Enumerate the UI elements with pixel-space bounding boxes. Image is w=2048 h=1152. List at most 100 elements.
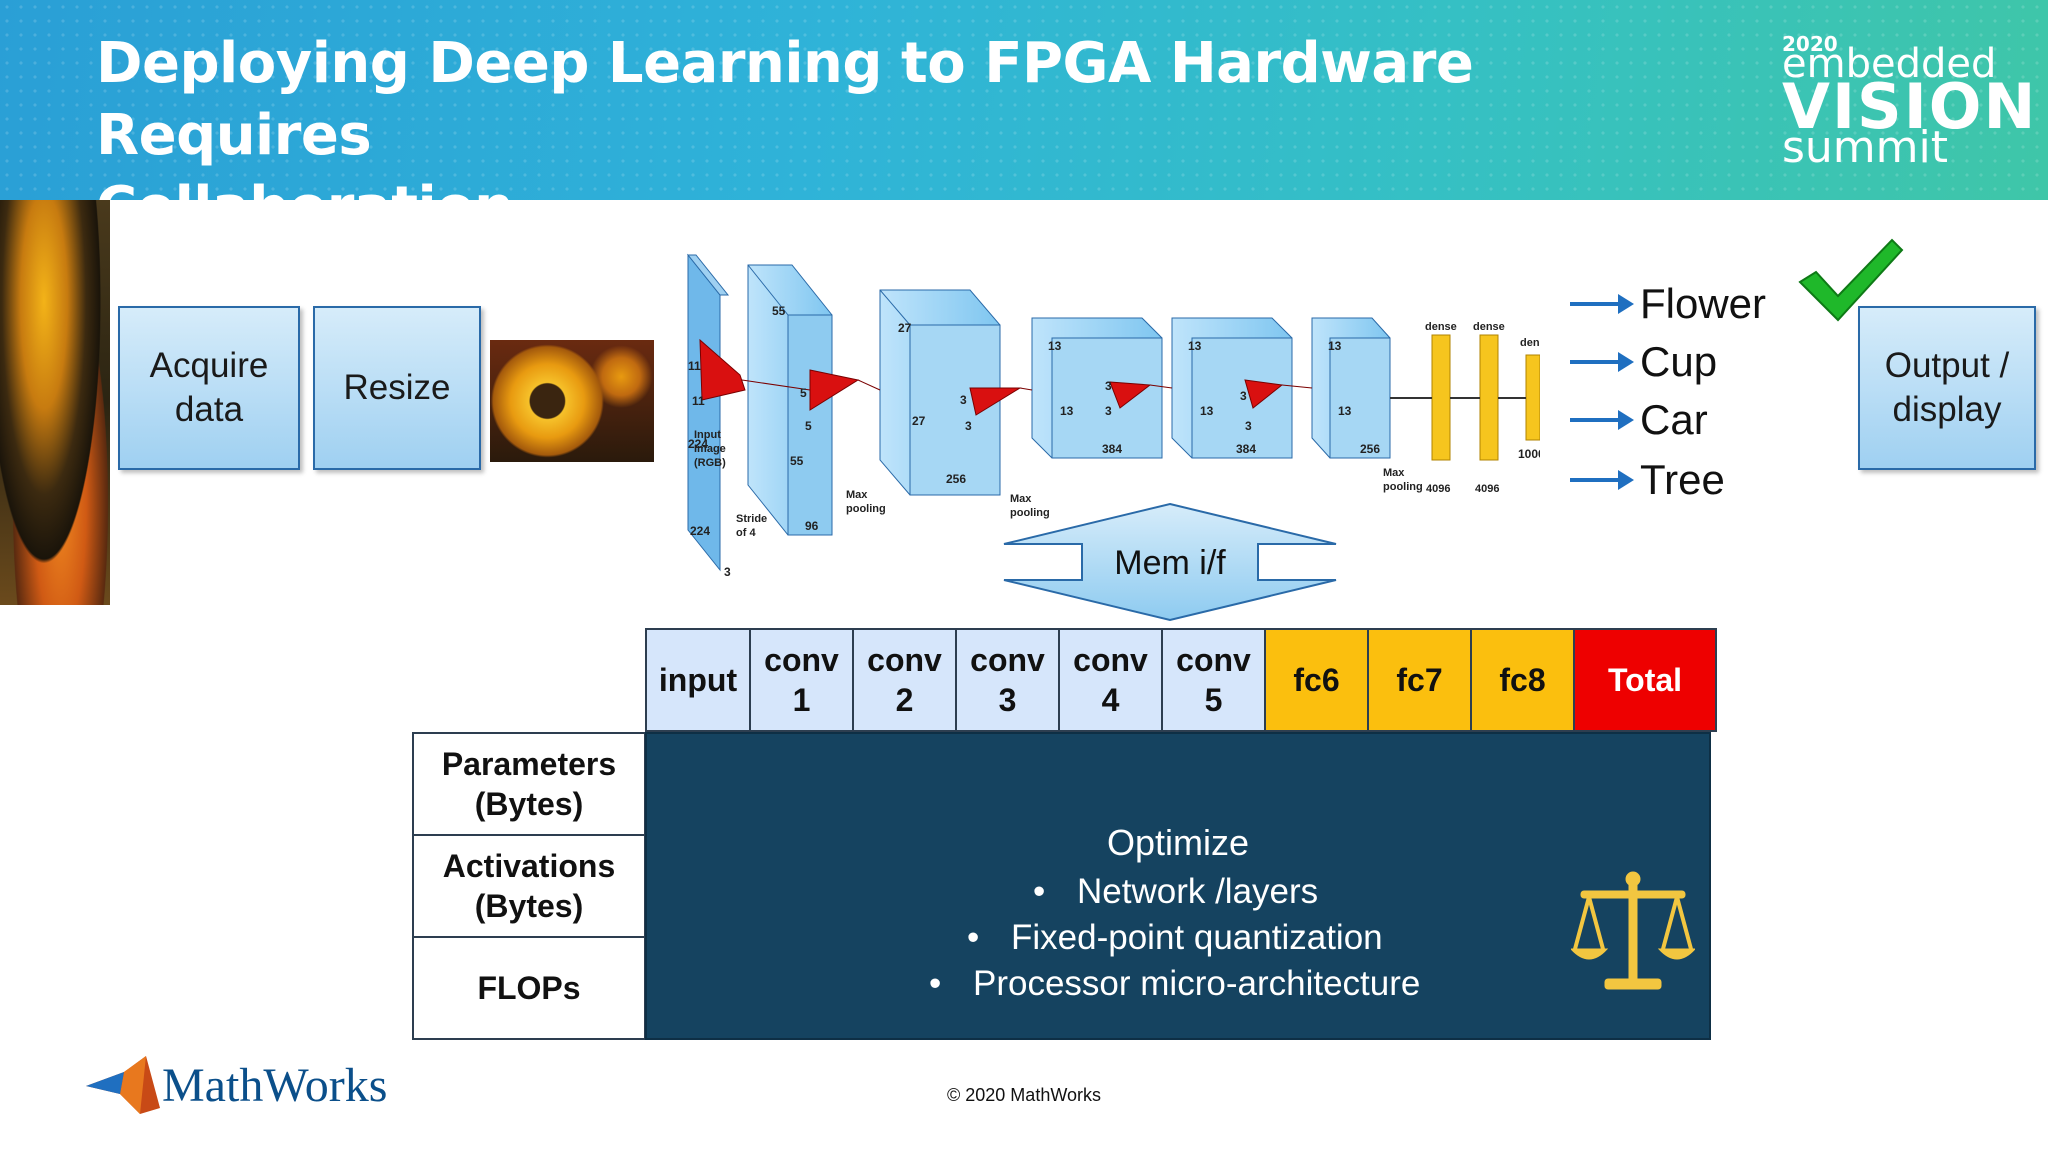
- column-header-fc6: fc6: [1264, 628, 1369, 732]
- arrow-icon: [1570, 418, 1630, 422]
- row-activations: Activations(Bytes): [412, 834, 646, 938]
- row-parameters-l2: (Bytes): [442, 784, 616, 824]
- column-header-label: conv: [970, 640, 1045, 680]
- class-cup-label: Cup: [1640, 338, 1717, 386]
- svg-text:1000: 1000: [1518, 447, 1540, 461]
- column-header-input: input: [645, 628, 751, 732]
- optimize-bullet-3-text: Processor micro-architecture: [973, 964, 1420, 1003]
- arrow-icon: [1570, 302, 1630, 306]
- acquire-line1: Acquire: [150, 344, 269, 388]
- svg-text:5: 5: [805, 419, 812, 433]
- column-header-label: conv: [1073, 640, 1148, 680]
- column-header-label: conv: [764, 640, 839, 680]
- row-flops-l1: FLOPs: [477, 968, 580, 1008]
- class-car-label: Car: [1640, 396, 1708, 444]
- svg-text:27: 27: [898, 321, 912, 335]
- column-header-sublabel: 5: [1176, 680, 1251, 720]
- svg-text:3: 3: [724, 565, 731, 579]
- svg-text:224: 224: [690, 524, 710, 538]
- output-display-box: Output /display: [1858, 306, 2036, 470]
- row-parameters: Parameters(Bytes): [412, 732, 646, 836]
- output-line1: Output /: [1885, 344, 2010, 388]
- column-header-label: Total: [1608, 660, 1682, 700]
- resize-label: Resize: [344, 366, 451, 410]
- optimize-bullet-1: •Network /layers: [1077, 872, 1318, 912]
- column-header-conv-3: conv3: [955, 628, 1060, 732]
- svg-text:pooling: pooling: [846, 503, 886, 515]
- optimize-panel: Optimize •Network /layers •Fixed-point q…: [645, 732, 1711, 1040]
- svg-text:55: 55: [772, 304, 786, 318]
- svg-text:dense: dense: [1520, 337, 1540, 349]
- sunflower-image: [490, 340, 654, 462]
- svg-text:3: 3: [1105, 379, 1112, 393]
- optimize-bullet-2-text: Fixed-point quantization: [1011, 918, 1383, 957]
- svg-text:13: 13: [1200, 404, 1214, 418]
- column-header-total: Total: [1573, 628, 1717, 732]
- svg-text:Stride: Stride: [736, 513, 767, 525]
- svg-text:27: 27: [912, 414, 926, 428]
- svg-text:13: 13: [1328, 339, 1342, 353]
- dense-layers: [1390, 335, 1540, 460]
- class-flower-label: Flower: [1640, 280, 1766, 328]
- balance-scale-icon: [1571, 869, 1695, 999]
- svg-text:of 4: of 4: [736, 527, 756, 539]
- optimize-bullet-1-text: Network /layers: [1077, 872, 1318, 911]
- svg-text:384: 384: [1236, 442, 1256, 456]
- svg-text:13: 13: [1338, 404, 1352, 418]
- optimize-bullet-3: •Processor micro-architecture: [973, 964, 1420, 1004]
- svg-text:(RGB): (RGB): [694, 457, 726, 469]
- svg-text:Input: Input: [694, 429, 721, 441]
- class-car: Car: [1570, 396, 1708, 444]
- svg-text:3: 3: [1105, 404, 1112, 418]
- svg-text:55: 55: [790, 454, 804, 468]
- svg-text:13: 13: [1188, 339, 1202, 353]
- svg-text:5: 5: [800, 386, 807, 400]
- column-header-fc7: fc7: [1367, 628, 1472, 732]
- svg-text:Max: Max: [1383, 467, 1405, 479]
- svg-text:256: 256: [1360, 442, 1380, 456]
- column-header-sublabel: 1: [764, 680, 839, 720]
- mem-if-label: Mem i/f: [1114, 544, 1226, 582]
- column-header-label: conv: [867, 640, 942, 680]
- column-header-label: fc7: [1396, 660, 1442, 700]
- svg-text:dense: dense: [1425, 321, 1457, 333]
- slide-title-line2: Collaboration: [96, 172, 1696, 200]
- class-flower: Flower: [1570, 280, 1766, 328]
- row-activations-l1: Activations: [443, 846, 615, 886]
- svg-text:pooling: pooling: [1383, 481, 1423, 493]
- logo-summit: summit: [1782, 126, 1948, 170]
- arrow-icon: [1570, 478, 1630, 482]
- svg-text:3: 3: [960, 393, 967, 407]
- svg-text:13: 13: [1048, 339, 1062, 353]
- checkmark-icon: [1796, 236, 1906, 326]
- svg-text:4096: 4096: [1426, 483, 1450, 495]
- svg-text:13: 13: [1060, 404, 1074, 418]
- input-layer: [688, 255, 728, 570]
- optimize-title: Optimize: [647, 822, 1709, 864]
- svg-text:3: 3: [1245, 419, 1252, 433]
- svg-text:dense: dense: [1473, 321, 1505, 333]
- acquire-line2: data: [150, 388, 269, 432]
- column-header-sublabel: 4: [1073, 680, 1148, 720]
- svg-text:96: 96: [805, 519, 819, 533]
- slide-title: Deploying Deep Learning to FPGA Hardware…: [96, 28, 1696, 200]
- conv5-layer: [1312, 318, 1390, 458]
- svg-text:3: 3: [1240, 389, 1247, 403]
- column-header-label: fc6: [1293, 660, 1339, 700]
- column-header-label: conv: [1176, 640, 1251, 680]
- copyright-text: © 2020 MathWorks: [0, 1085, 2048, 1106]
- row-activations-l2: (Bytes): [443, 886, 615, 926]
- row-flops: FLOPs: [412, 936, 646, 1040]
- svg-text:3: 3: [965, 419, 972, 433]
- resize-box: Resize: [313, 306, 481, 470]
- row-parameters-l1: Parameters: [442, 744, 616, 784]
- class-tree-label: Tree: [1640, 456, 1725, 504]
- arrow-icon: [1570, 360, 1630, 364]
- class-cup: Cup: [1570, 338, 1717, 386]
- svg-text:256: 256: [946, 472, 966, 486]
- column-header-label: fc8: [1499, 660, 1545, 700]
